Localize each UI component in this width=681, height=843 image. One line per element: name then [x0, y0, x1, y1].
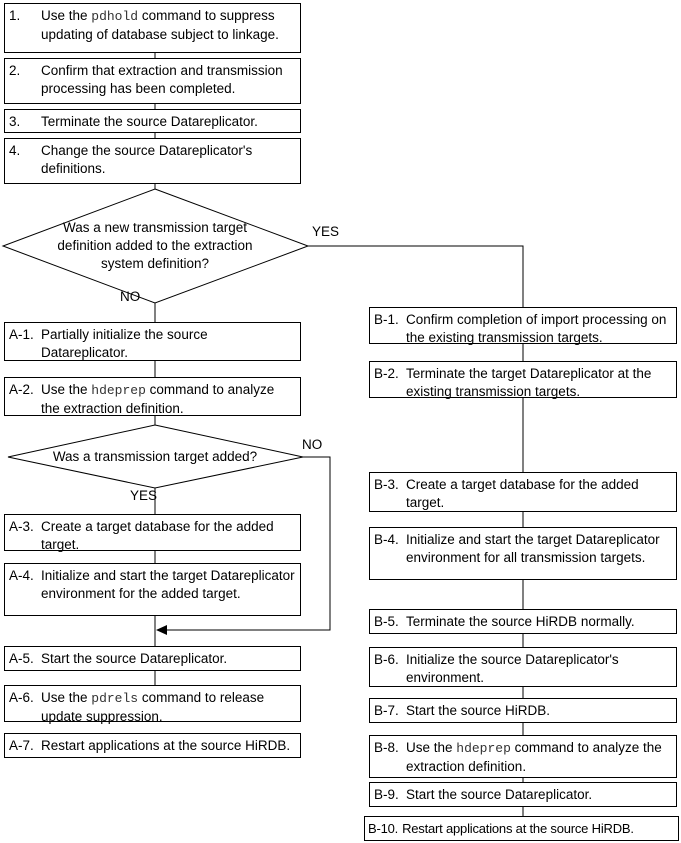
step-number: B-3. — [374, 477, 399, 492]
decision-1-text: Was a new transmission target definition… — [57, 220, 253, 271]
decision-2-text: Was a transmission target added? — [52, 449, 258, 464]
step-text: Start the source Datareplicator. — [406, 787, 593, 802]
step-text: Start the source HiRDB. — [406, 703, 551, 718]
step-text: Start the source Datareplicator. — [41, 651, 228, 666]
step-text: Restart applications at the source HiRDB… — [41, 738, 291, 753]
step-text: Terminate the source Datareplicator. — [41, 114, 258, 129]
step-text: command to analyze the extraction defini… — [406, 740, 662, 774]
step-a6: A-6. Use the pdrels command to release up… — [4, 685, 301, 724]
step-text: Initialize and start the target Datarepl… — [41, 568, 295, 601]
step-b7: B-7. Start the source HiRDB. — [369, 698, 677, 723]
step-number: 1. — [9, 8, 21, 23]
step-b6: B-6. Initialize the source Datareplicator… — [369, 647, 677, 687]
step-text: Initialize and start the target Datarepl… — [406, 532, 660, 565]
step-text: Use the — [41, 382, 92, 397]
no-branch-line — [165, 456, 331, 631]
step-text: Use the — [41, 690, 92, 705]
step-text: Confirm that extraction and transmission… — [41, 63, 283, 96]
command-hdeprep: hdeprep — [456, 741, 511, 756]
step-number: B-5. — [374, 614, 399, 629]
yes-branch-line — [308, 245, 524, 307]
step-text: Use the — [406, 740, 457, 755]
step-text: Restart applications at the source HiRDB… — [402, 821, 634, 836]
step-number: B-8. — [374, 740, 399, 755]
arrowhead-icon — [156, 625, 167, 635]
command-hdeprep: hdeprep — [91, 383, 146, 398]
step-a7: A-7. Restart applications at the source H… — [4, 733, 301, 758]
step-number: A-7. — [9, 738, 34, 753]
step-text: Create a target database for the added t… — [406, 477, 639, 510]
step-b2: B-2. Terminate the target Datareplicator … — [369, 361, 677, 399]
step-a2: A-2. Use the hdeprep command to analyze t… — [4, 377, 301, 416]
command-pdhold: pdhold — [91, 9, 139, 24]
step-number: B-10. — [368, 821, 399, 836]
step-a1: A-1. Partially initialize the source Data… — [4, 322, 301, 361]
step-text: Initialize the source Datareplicator's e… — [406, 652, 619, 685]
step-number: B-9. — [374, 787, 399, 802]
step-text: command to suppress updating of database… — [41, 8, 279, 42]
step-a4: A-4. Initialize and start the target Data… — [4, 563, 301, 616]
step-number: 3. — [9, 114, 21, 129]
step-number: 4. — [9, 143, 21, 158]
step-3: 3. Terminate the source Datareplicator. — [4, 109, 301, 133]
step-number: B-1. — [374, 312, 399, 327]
step-b9: B-9. Start the source Datareplicator. — [369, 782, 677, 807]
decision-2-yes-label: YES — [130, 488, 158, 503]
step-number: B-6. — [374, 652, 399, 667]
step-text: Terminate the source HiRDB normally. — [406, 614, 635, 629]
step-b5: B-5. Terminate the source HiRDB normally. — [369, 609, 677, 634]
step-b8: B-8. Use the hdeprep command to analyze t… — [369, 735, 677, 778]
step-b10: B-10.Restart applications at the source … — [364, 816, 679, 841]
step-2: 2. Confirm that extraction and transmissi… — [4, 58, 301, 104]
step-text: command to analyze the extraction defini… — [41, 382, 275, 416]
step-a5: A-5. Start the source Datareplicator. — [4, 646, 301, 671]
step-text: command to release update suppression. — [41, 690, 265, 724]
step-4: 4. Change the source Datareplicator's def… — [4, 138, 301, 184]
step-number: A-2. — [9, 382, 34, 397]
step-number: A-6. — [9, 690, 34, 705]
step-a3: A-3. Create a target database for the add… — [4, 514, 301, 552]
step-text: Use the — [41, 8, 92, 23]
step-number: A-5. — [9, 651, 34, 666]
step-text: Create a target database for the added t… — [41, 519, 274, 552]
command-pdrels: pdrels — [91, 691, 139, 706]
step-number: B-4. — [374, 532, 399, 547]
step-b3: B-3. Create a target database for the add… — [369, 472, 677, 512]
decision-1-no-label: NO — [120, 289, 141, 304]
step-text: Change the source Datareplicator's defin… — [41, 143, 253, 176]
step-text: Partially initialize the source Datarepl… — [41, 327, 208, 360]
step-1: 1. Use the pdhold command to suppress upd… — [4, 3, 301, 53]
decision-1-yes-label: YES — [312, 224, 340, 239]
step-text: Terminate the target Datareplicator at t… — [406, 366, 652, 399]
step-number: B-2. — [374, 366, 399, 381]
decision-2-no-label: NO — [302, 437, 323, 452]
step-number: B-7. — [374, 703, 399, 718]
step-number: A-4. — [9, 568, 34, 583]
step-b4: B-4. Initialize and start the target Data… — [369, 527, 677, 580]
step-b1: B-1. Confirm completion of import process… — [369, 307, 677, 345]
step-text: Confirm completion of import processing … — [406, 312, 667, 345]
step-number: A-3. — [9, 519, 34, 534]
step-number: 2. — [9, 63, 21, 78]
step-number: A-1. — [9, 327, 34, 342]
